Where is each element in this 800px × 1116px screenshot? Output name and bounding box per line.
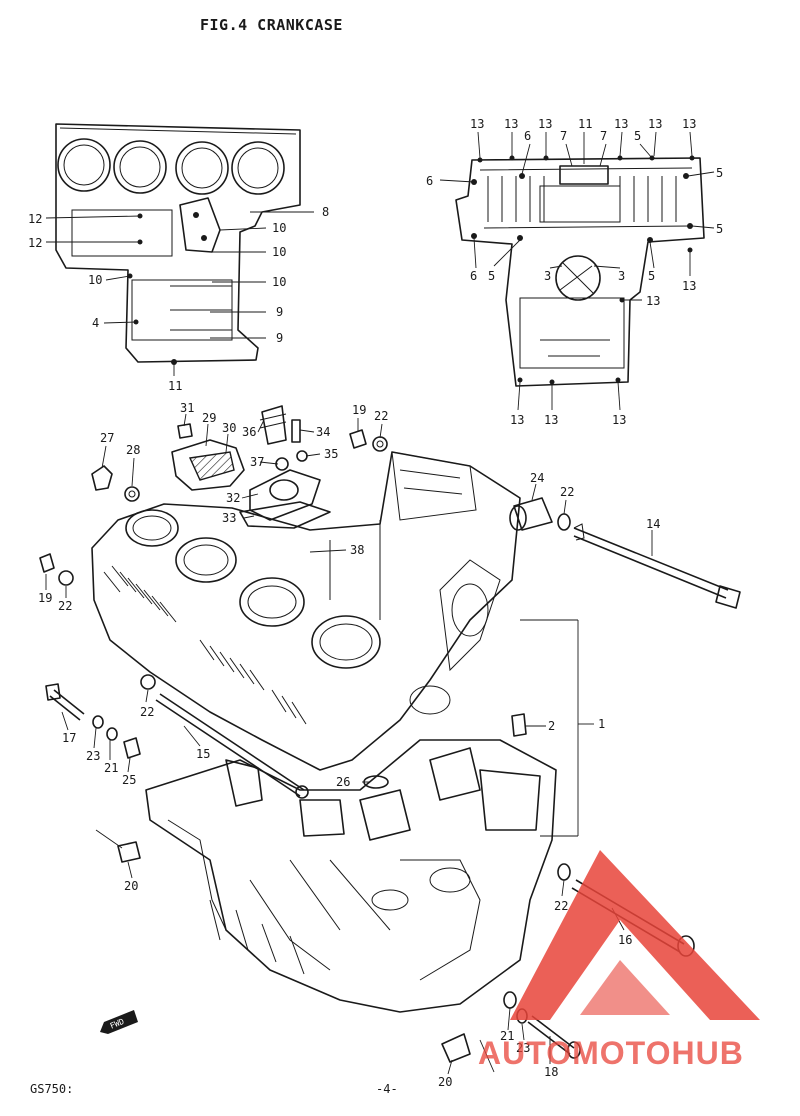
figure-title: FIG.4 CRANKCASE [200,16,343,34]
stud-bolt-18 [527,1015,581,1059]
callout: 5 [716,222,723,236]
callout: 15 [196,747,210,761]
callout: 10 [88,273,102,287]
footer-model: GS750: [30,1082,74,1096]
callout: 9 [276,305,283,319]
spacer-24 [509,497,553,531]
callout: 1 [598,717,605,731]
callout: 11 [168,379,182,393]
callout: 35 [324,447,338,461]
callout: 32 [226,491,240,505]
callout: 14 [646,517,660,531]
callout: 13 [682,117,696,131]
callout: 12 [28,212,42,226]
callout: 12 [28,236,42,250]
callout: 22 [140,705,154,719]
callout: 13 [538,117,552,131]
upper-crankcase [91,451,521,771]
upper-case-top-view [55,123,301,365]
callout: 11 [578,117,592,131]
callout: 3 [618,269,625,283]
callout: 13 [470,117,484,131]
callout: 27 [100,431,114,445]
callout: 23 [516,1041,530,1055]
callout: 38 [350,543,364,557]
callout: 29 [202,411,216,425]
callout: 7 [560,129,567,143]
callout: 13 [504,117,518,131]
callout: 22 [554,899,568,913]
stud-bolt-14 [573,523,741,609]
callout: 26 [336,775,350,789]
callout: 5 [648,269,655,283]
callout: 19 [38,591,52,605]
callout: 30 [222,421,236,435]
callout: 9 [276,331,283,345]
callout: 36 [242,425,256,439]
lower-case-bottom-view [455,155,705,387]
callout: 10 [272,245,286,259]
callout: 37 [250,455,264,469]
upper-left-leader-lines [45,211,314,376]
watermark-text: AUTOMOTOHUB [478,1035,744,1071]
watermark-logo: AUTOMOTOHUB [478,850,760,1071]
stud-bolt-17 [45,683,85,721]
lower-crankcase [145,739,557,1013]
callout: 7 [600,129,607,143]
callout: 5 [716,166,723,180]
callout: 6 [524,129,531,143]
callout: 18 [544,1065,558,1079]
footer-page-number: -4- [376,1082,398,1096]
breather-cover [171,423,245,491]
callout: 17 [62,731,76,745]
callout: 21 [104,761,118,775]
callout: 5 [634,129,641,143]
callout: 13 [544,413,558,427]
callout: 31 [180,401,194,415]
callout: 23 [86,749,100,763]
callout: 25 [122,773,136,787]
callout: 28 [126,443,140,457]
callout: 22 [58,599,72,613]
callout: 16 [618,933,632,947]
callout: 20 [124,879,138,893]
callout: 34 [316,425,330,439]
callout: 19 [352,403,366,417]
callout: 10 [272,221,286,235]
callout: 5 [488,269,495,283]
callout-numbers: 12 12 10 4 8 10 10 10 9 9 11 13 13 6 13 … [28,117,723,1089]
stud-bolt-15 [155,693,309,799]
callout: 33 [222,511,236,525]
callout: 13 [648,117,662,131]
callout: 13 [612,413,626,427]
main-leader-lines [45,413,653,1075]
fwd-arrow: FWD [100,1010,138,1034]
callout: 13 [646,294,660,308]
callout: 4 [92,316,99,330]
callout: 10 [272,275,286,289]
upper-right-leader-lines [439,131,715,411]
callout: 6 [470,269,477,283]
callout: 22 [560,485,574,499]
callout: 13 [682,279,696,293]
callout: 20 [438,1075,452,1089]
callout: 13 [510,413,524,427]
callout: 22 [374,409,388,423]
callout: 24 [530,471,544,485]
callout: 8 [322,205,329,219]
callout: 6 [426,174,433,188]
callout: 3 [544,269,551,283]
callout: 2 [548,719,555,733]
callout: 21 [500,1029,514,1043]
callout: 13 [614,117,628,131]
